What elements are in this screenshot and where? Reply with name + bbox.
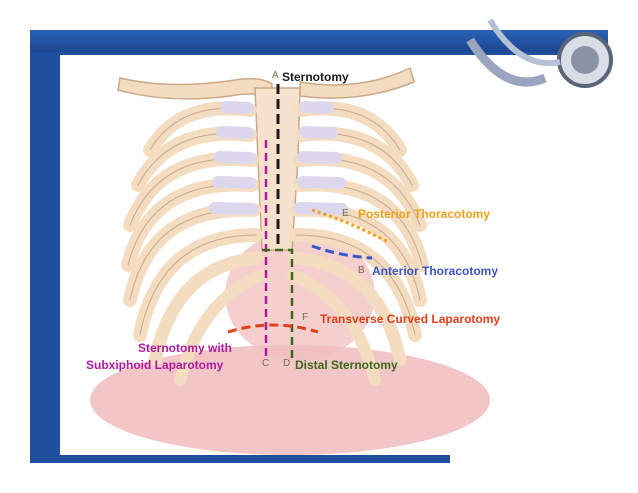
- anterior-thoracotomy-incision-line: [311, 244, 373, 260]
- label-sternotomy: Sternotomy: [282, 70, 349, 84]
- abdomen-shape: [90, 345, 490, 455]
- posterior-thoracotomy-incision-line: [311, 208, 389, 244]
- slide-header-bar: [30, 30, 608, 52]
- label-transverse-curved-laparotomy: Transverse Curved Laparotomy: [320, 312, 501, 326]
- label-sternotomy-with: Sternotomy with: [138, 341, 233, 355]
- letter-d: D: [283, 358, 291, 369]
- transverse-curved-laparotomy-incision-line: [227, 323, 319, 334]
- label-anterior-thoracotomy: Anterior Thoracotomy: [372, 264, 499, 278]
- costal-cartilages: [209, 101, 348, 215]
- letter-c: C: [262, 358, 270, 369]
- label-posterior-thoracotomy: Posterior Thoracotomy: [358, 207, 491, 221]
- letter-a: A: [272, 70, 279, 81]
- label-subxiphoid-laparotomy: Subxiphoid Laparotomy: [86, 358, 224, 372]
- letter-f: F: [302, 312, 309, 323]
- letter-e: E: [342, 208, 349, 219]
- label-distal-sternotomy: Distal Sternotomy: [295, 358, 398, 372]
- stethoscope-icon: [466, 18, 613, 88]
- distal-sternotomy-incision-line: [262, 248, 294, 360]
- letter-b: B: [358, 265, 365, 276]
